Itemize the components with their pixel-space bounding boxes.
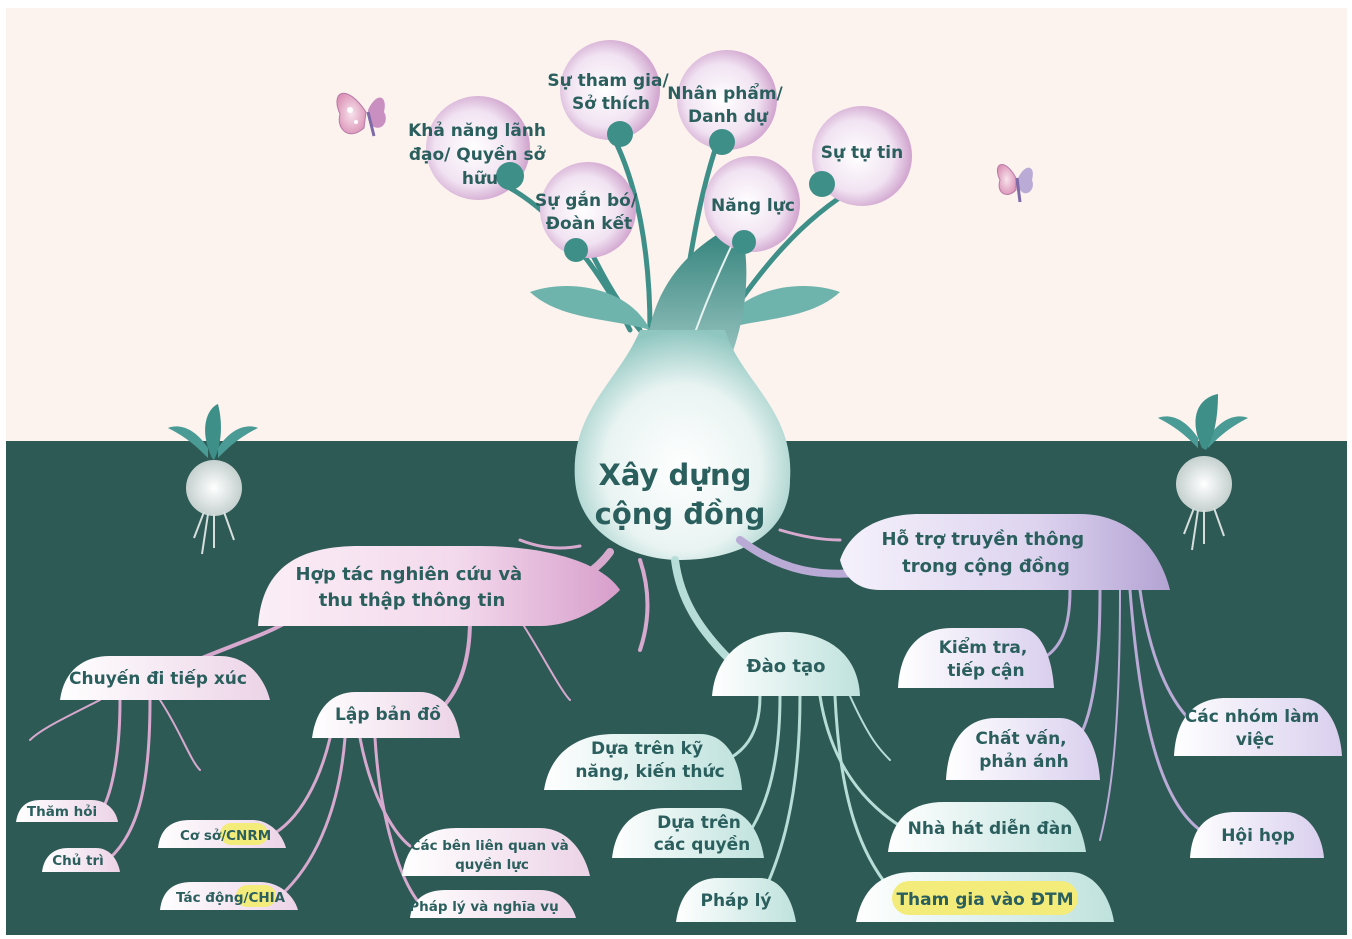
flower-dignity [677,50,777,155]
meeting-label: Hội họp [1221,826,1295,846]
flower-dignity-label: Nhân phẩm/ Danh dự [667,82,788,127]
legal-label: Pháp lý [700,891,771,911]
chia-highlight [236,885,276,907]
flower-solidarity-label: Sự gắn bó/ Đoàn kết [535,190,643,234]
impact-label: Tác động/CHIA [176,890,286,906]
eia-label: Tham gia vào ĐTM [896,890,1073,910]
mapping-pill [312,692,460,738]
flower-capacity-label: Năng lực [711,196,795,216]
host-pill [42,848,120,872]
visit-label: Thăm hỏi [27,804,97,820]
butterfly-icon [996,164,1033,203]
cnrm-highlight [220,823,268,845]
branch-research-label: Hợp tác nghiên cứu và thu thập thông tin [296,564,529,611]
flower-leadership [426,96,530,200]
mapping-label: Lập bản đồ [335,704,441,725]
stakeholders-pill [402,828,590,876]
legal-duties-pill [410,890,576,918]
skills-pill [544,734,742,790]
contact-trip-pill [60,656,270,700]
branch-research-pill [258,546,620,626]
meeting-pill [1190,812,1324,858]
flower-participation-label: Sự tham gia/ Sở thích [547,71,674,114]
check-label: Kiểm tra, tiếp cận [939,636,1034,681]
contact-trip-label: Chuyến đi tiếp xúc [69,668,247,689]
root-title: Xây dựng cộng đồng [595,458,766,531]
sprout-icon [168,404,258,555]
flower-leadership-label: Khả năng lãnh đạo/ Quyền sở hữu [408,121,552,189]
flower-capacity [704,156,800,254]
check-pill [898,628,1054,688]
legal-duties-label: Pháp lý và nghĩa vụ [409,899,558,915]
base-label: Cơ sở/CNRM [180,828,271,844]
query-pill [946,718,1100,780]
butterfly-icon [336,92,386,137]
flower-participation [560,40,660,147]
eia-highlight [892,881,1078,915]
rights-pill [612,808,764,858]
flower-solidarity [540,162,636,262]
forum-theatre-label: Nhà hát diễn đàn [908,817,1073,839]
skills-label: Dựa trên kỹ năng, kiến thức [575,739,724,782]
stakeholders-label: Các bên liên quan và quyền lực [411,838,574,873]
branch-communication-label: Hỗ trợ truyền thông trong cộng đồng [882,528,1091,577]
sprout-icon [1158,394,1248,551]
query-label: Chất vấn, phản ánh [975,728,1072,772]
root-bulb [574,330,791,560]
forum-theatre-pill [888,802,1086,852]
flower-confidence-label: Sự tự tin [821,143,903,163]
rights-label: Dựa trên các quyền [654,813,751,855]
branch-training-pill [712,632,860,696]
working-groups-pill [1174,698,1342,756]
working-groups-label: Các nhóm làm việc [1185,707,1325,750]
visit-pill [16,800,118,822]
host-label: Chủ trì [52,853,104,869]
branch-communication-pill [840,514,1170,590]
flower-confidence [809,106,912,206]
legal-pill [676,878,796,922]
branch-training-label: Đào tạo [747,656,826,677]
